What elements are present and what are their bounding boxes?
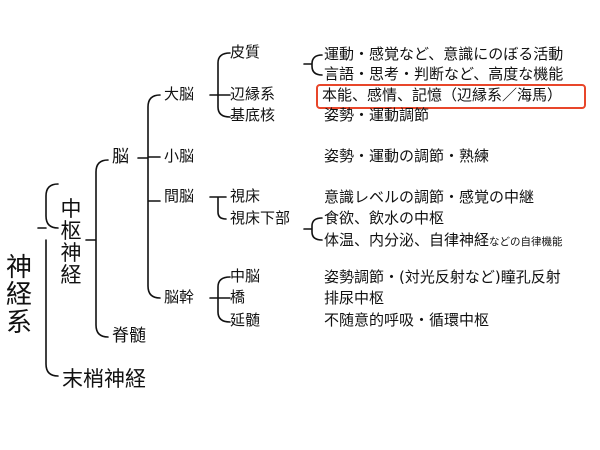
brain-bracket [137,94,161,299]
thalamus-label: 視床 [230,187,261,205]
midbrain-label: 中脳 [230,267,261,285]
cortex-function-1: 運動・感覚など、意識にのぼる活動 [324,45,564,63]
limbic-function: 本能、感情、記憶（辺縁系／海馬） [322,86,563,104]
hypothalamus-function-2: 体温、内分泌、自律神経などの自律機能 [324,232,563,248]
basal-ganglia-label: 基底核 [230,106,276,124]
hypothalamus-label: 視床下部 [230,209,291,227]
thalamus-function: 意識レベルの調節・感覚の中継 [324,188,535,206]
diencephalon-bracket [209,196,227,220]
medulla-function: 不随意的呼吸・循環中枢 [324,311,490,329]
limbic-system-label: 辺縁系 [230,85,276,103]
cerebrum-bracket [209,52,231,118]
basal-ganglia-function: 姿勢・運動調節 [324,106,430,124]
root-bracket [37,183,59,377]
cerebellum-label: 小脳 [164,147,195,165]
central-nervous-system-label: 中枢神経 [60,197,82,288]
medulla-label: 延髄 [230,311,261,329]
cerebellum-function: 姿勢・運動の調節・熟練 [324,147,490,165]
hypothalamus-function-1: 食欲、飲水の中枢 [324,209,445,227]
pons-label: 橋 [230,288,246,306]
nervous-system-label: 神経系 [5,253,32,338]
cortex-label: 皮質 [230,43,261,61]
cortex-func-bracket [303,54,323,76]
brain-label: 脳 [112,147,129,167]
peripheral-nervous-system-label: 末梢神経 [62,367,146,391]
cortex-function-2: 言語・思考・判断など、高度な機能 [324,65,564,83]
spinal-cord-label: 脊髄 [112,326,146,346]
cerebrum-label: 大脳 [164,85,195,103]
midbrain-function: 姿勢調節・(対光反射など)瞳孔反射 [324,268,561,286]
hypothalamus-function-2-main: 体温、内分泌、自律神経 [324,231,490,249]
pons-function: 排尿中枢 [324,289,385,307]
brainstem-label: 脳幹 [164,288,195,306]
brainstem-bracket [209,276,231,323]
hypothalamus-function-2-small: などの自律機能 [489,236,563,248]
diencephalon-label: 間脳 [164,187,195,205]
highlight-box [316,84,586,109]
central-bracket [85,159,109,338]
hypo-func-bracket [303,217,323,241]
